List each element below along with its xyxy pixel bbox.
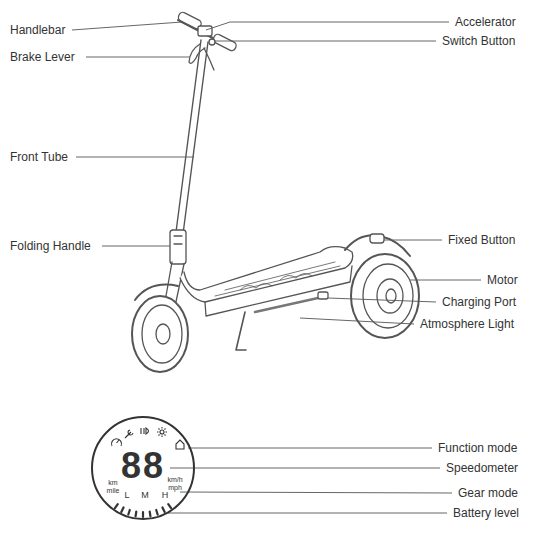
part-label: Handlebar xyxy=(10,23,65,37)
battery-tick xyxy=(149,511,152,516)
leader-line xyxy=(328,298,436,302)
battery-tick xyxy=(128,510,130,515)
folding-handle-lines xyxy=(174,236,182,244)
motor-hub xyxy=(377,279,403,313)
part-label: Folding Handle xyxy=(10,239,91,253)
leader-lines xyxy=(72,22,481,513)
leader-line xyxy=(180,492,452,493)
leader-line xyxy=(206,22,449,30)
leader-line xyxy=(102,246,170,247)
part-label: Brake Lever xyxy=(10,50,75,64)
accelerator-part xyxy=(198,26,212,36)
part-label: Function mode xyxy=(438,441,517,455)
deck-side xyxy=(205,266,352,316)
sun-rays xyxy=(157,427,167,437)
front-rim xyxy=(142,305,182,363)
leader-line xyxy=(72,22,182,30)
headlight-icon xyxy=(141,428,149,434)
folding-handle-part xyxy=(170,230,186,264)
part-label: Motor xyxy=(487,273,518,287)
leader-line xyxy=(168,513,447,514)
unit-label: km xyxy=(108,479,117,486)
battery-tick xyxy=(142,512,144,517)
switch-button-part xyxy=(209,39,215,45)
front-hub xyxy=(156,324,170,344)
front-tube-right xyxy=(183,42,208,234)
battery-tick xyxy=(115,504,118,508)
sun-icon xyxy=(160,430,164,434)
atmosphere-light-strip xyxy=(255,298,318,312)
leader-line xyxy=(76,157,194,158)
part-label: Front Tube xyxy=(10,150,68,164)
gauge-icon xyxy=(112,439,122,446)
battery-tick xyxy=(121,507,123,511)
deck-grip xyxy=(215,262,340,296)
leader-line xyxy=(188,448,432,449)
wrench-icon xyxy=(125,430,133,438)
speed-digits: 88 xyxy=(121,448,165,484)
front-tyre xyxy=(132,296,188,372)
part-label: Speedometer xyxy=(446,461,518,475)
leader-line xyxy=(300,318,414,324)
display-icons xyxy=(112,427,185,449)
scooter-drawing xyxy=(132,11,419,372)
display-dial: 88 kmmileL M Hkm/hmph xyxy=(91,416,195,520)
battery-tick xyxy=(168,504,171,508)
leader-line xyxy=(86,57,190,58)
battery-tick xyxy=(156,510,158,515)
part-label: Accelerator xyxy=(455,15,516,29)
unit-label: km/h xyxy=(167,476,182,483)
unit-label: mile xyxy=(107,487,120,494)
gear-label: L xyxy=(124,491,129,500)
part-label: Atmosphere Light xyxy=(420,317,514,331)
home-icon xyxy=(176,440,184,449)
part-label: Battery level xyxy=(453,506,519,520)
rear-tyre xyxy=(351,254,419,338)
leader-line xyxy=(410,280,481,281)
part-label: Fixed Button xyxy=(448,233,515,247)
leader-line xyxy=(214,41,436,42)
battery-tick xyxy=(134,511,137,516)
leader-line xyxy=(384,240,442,241)
deck-body xyxy=(180,247,353,302)
deck-pattern xyxy=(240,273,312,290)
fixed-button-part xyxy=(370,234,384,243)
gear-label: M xyxy=(141,491,149,500)
gear-label: H xyxy=(162,491,169,500)
leader-line xyxy=(170,468,440,469)
rear-rim xyxy=(363,264,413,328)
unit-label: mph xyxy=(168,484,182,491)
part-label: Gear mode xyxy=(458,486,518,500)
brake-lever-part xyxy=(189,44,205,63)
front-tube-left xyxy=(176,40,201,232)
part-label: Charging Port xyxy=(442,295,516,309)
charging-port-part xyxy=(318,292,328,299)
part-label: Switch Button xyxy=(442,34,515,48)
kickstand xyxy=(236,312,246,350)
battery-tick xyxy=(162,507,164,511)
right-grip xyxy=(212,33,237,52)
battery-level-ticks xyxy=(115,504,171,517)
